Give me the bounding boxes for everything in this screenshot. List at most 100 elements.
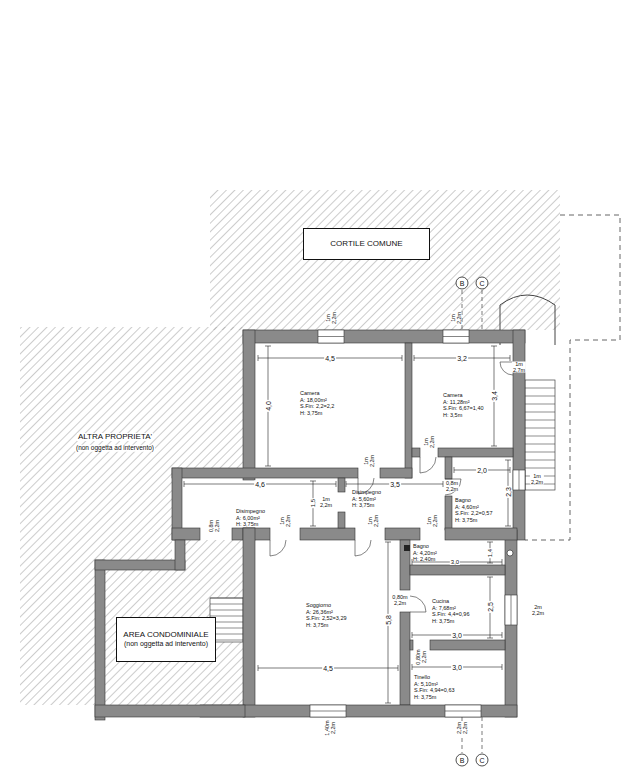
dimension: 4,5 [322,665,334,672]
room-data: H: 2,40m [413,556,437,563]
axis-label: C [478,757,485,764]
room-data: H: 3,75m [236,521,265,528]
opening-size: 1m 2,2m [319,497,333,508]
dimension-tick [336,481,337,487]
axis-bubble [456,277,468,289]
dimension-tick [505,460,511,461]
dimension-tick [491,346,497,347]
opening-size: 0,80m 2,2m [391,595,408,606]
dimension: 5,8 [385,614,392,626]
room-data: S.Fin: 2,2=2,2 [300,403,334,410]
wall [445,528,517,540]
room: BagnoA: 4,60m²S.Fin: 2,2=0,57H: 3,75m [455,497,492,523]
dimension-tick [414,355,415,361]
dimension: 2,3 [505,486,512,498]
wall [95,560,105,720]
room: DisimpegnoA: 6,00m²H: 3,75m [236,508,265,528]
wall [172,528,200,540]
room-data: S.Fin: 4,94=0,63 [414,687,455,694]
wall [95,560,185,570]
room-data: A: 5,10m² [414,681,455,688]
wall [438,448,513,457]
dimension-tick [505,526,511,527]
wall [445,496,452,530]
dimension-tick [502,559,503,565]
room-data: H: 3,75m [414,694,455,701]
room-name: Cucina [432,598,469,605]
room-name: Disimpegno [352,489,381,496]
room-data: S.Fin: 4,4=0,96 [432,611,469,618]
dimension-tick [310,481,316,482]
stair-step [210,610,243,611]
room-data: A: 4,60m² [455,504,492,511]
room-name: AREA CONDOMINIALE [123,630,208,640]
stair-step [525,444,555,445]
window [505,595,517,625]
area-label-box: CORTILE COMUNE [303,228,430,260]
opening-size: 0,80m 2,2m [416,648,427,665]
area-note: ALTRA PROPRIETA' [77,433,153,441]
room-data: S.Fin: 2,2=0,57 [455,510,492,517]
dimension-tick [258,665,259,671]
room-data: H: 3,5m [443,412,484,419]
door-swing [445,479,461,495]
opening-size: 0,8m 2,2m [445,481,459,492]
walls [95,330,525,720]
dimension: 3,0 [450,559,460,565]
dimension-tick [487,542,493,543]
opening-size: 2m 2,2m [531,605,545,616]
wall [200,705,517,717]
door-swing [270,540,286,556]
stair-step [210,598,243,599]
outline-dashed [525,215,620,540]
room-data: H: 3,75m [306,622,347,629]
room-name: Camera [443,392,484,399]
dimension-tick [491,446,497,447]
axis-label: C [478,280,485,287]
axis-bubble [476,277,488,289]
room-data: A: 18,00m² [300,397,334,404]
windows [310,330,525,717]
axis-bubble [456,754,468,766]
window-glass [445,711,481,712]
stair-step [525,428,555,429]
dimension-tick [402,355,403,361]
window-glass [519,470,520,490]
dimension-tick [454,467,455,473]
dimension: 4,0 [265,400,272,412]
door-swing [420,457,436,473]
room-name: Disimpegno [236,508,265,515]
wall [338,478,345,492]
dimension-tick [443,481,444,487]
room: TinelloA: 5,10m²S.Fin: 4,94=0,63H: 3,75m [414,674,455,700]
area-label-box: AREA CONDOMINIALE(non oggetta ad interve… [116,617,216,662]
dimension-tick [310,526,316,527]
door-swing [355,540,371,556]
axis-bubble [476,754,488,766]
stair-step [525,436,555,437]
dimension-tick [258,355,259,361]
window-glass [443,336,469,337]
opening-size: 1m 2,7m [512,362,526,373]
dimension: 1,4 [487,548,493,558]
room: DisimpegnoA: 5,60m²H: 3,75m [352,489,381,509]
wall [400,540,410,590]
stair-step [525,460,555,461]
fixture-symbol [404,545,410,551]
stair-step [525,404,555,405]
stair-step [525,420,555,421]
dimension: 3,4 [491,390,498,402]
wall [385,528,420,540]
opening-size: 0,8m 2,2m [209,519,220,533]
dimension: 1,5 [310,498,316,508]
opening-size: 1m 2,2m [364,454,375,468]
stair-step [525,468,555,469]
wall [300,528,355,540]
dimension-tick [385,703,391,704]
opening-size: 1m 2,2m [326,311,337,325]
dimension: 3,0 [451,632,463,639]
axis-line [462,290,463,330]
dimension-tick [487,638,493,639]
dimension-tick [184,481,185,487]
room-data: A: 26,36m² [306,609,347,616]
